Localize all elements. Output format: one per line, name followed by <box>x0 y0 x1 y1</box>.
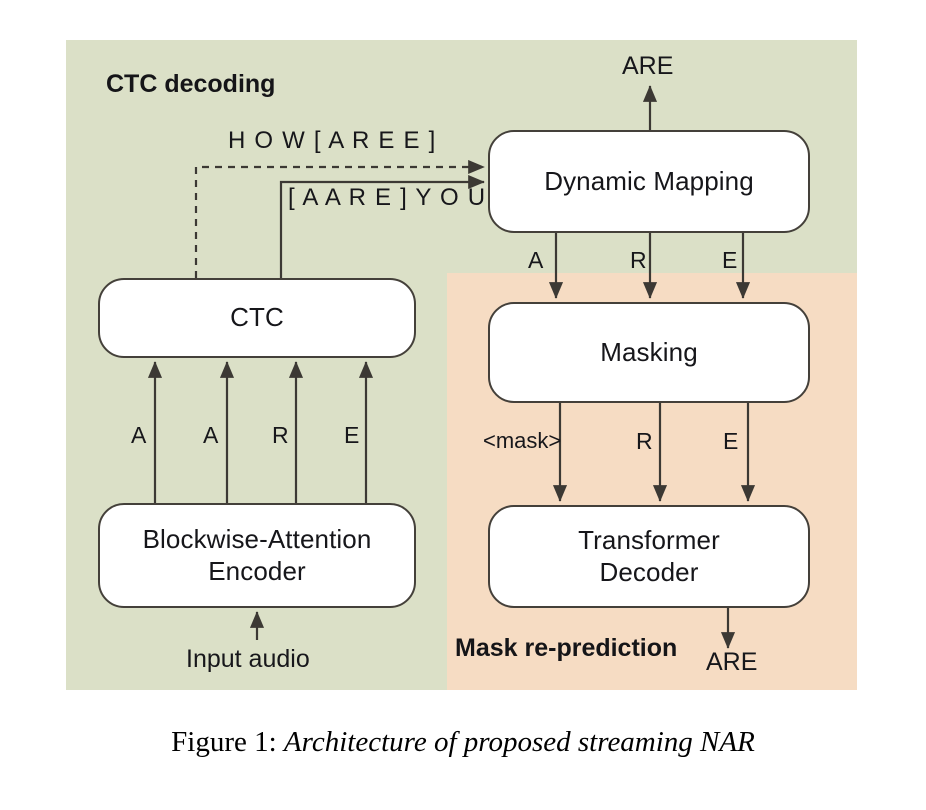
edge-label-encoder-token-1: A <box>131 422 147 448</box>
edge-label-dynamic-mapping-token-3: E <box>722 247 738 273</box>
figure-caption-prefix: Figure 1: <box>171 726 277 758</box>
node-encoder-label: Blockwise-Attention Encoder <box>143 524 372 587</box>
edge-label-how-aree: H O W [ A R E E ] <box>228 127 437 154</box>
edge-label-encoder-token-4: E <box>344 422 360 448</box>
output-label-are-bottom: ARE <box>706 648 758 676</box>
edge-label-dynamic-mapping-token-2: R <box>630 247 647 273</box>
node-encoder-label-line1: Blockwise-Attention <box>142 523 372 554</box>
node-transformer-decoder[interactable]: Transformer Decoder <box>488 505 810 608</box>
edge-label-encoder-token-3: R <box>272 422 289 448</box>
output-label-are-top: ARE <box>622 52 674 80</box>
node-masking[interactable]: Masking <box>488 302 810 403</box>
edge-label-masking-token-1: <mask> <box>483 428 562 453</box>
node-ctc-label: CTC <box>230 302 284 333</box>
figure-caption-text: Architecture of proposed streaming NAR <box>283 726 755 758</box>
panel-title-mask-re-prediction: Mask re-prediction <box>455 634 678 662</box>
node-decoder-label-line2: Decoder <box>599 556 699 587</box>
figure-caption: Figure 1: Architecture of proposed strea… <box>0 726 926 759</box>
edge-label-masking-token-3: E <box>723 428 739 454</box>
node-blockwise-attention-encoder[interactable]: Blockwise-Attention Encoder <box>98 503 416 608</box>
node-ctc[interactable]: CTC <box>98 278 416 358</box>
panel-title-ctc-decoding: CTC decoding <box>106 70 276 98</box>
edge-label-dynamic-mapping-token-1: A <box>528 247 544 273</box>
edge-label-encoder-token-2: A <box>203 422 219 448</box>
input-label-input-audio: Input audio <box>186 645 310 673</box>
edge-label-masking-token-2: R <box>636 428 653 454</box>
node-decoder-label-line1: Transformer <box>578 524 720 555</box>
edge-label-aare-you: [ A A R E ] Y O U <box>288 184 487 211</box>
node-dynamic-mapping[interactable]: Dynamic Mapping <box>488 130 810 233</box>
node-encoder-label-line2: Encoder <box>208 555 306 586</box>
node-decoder-label: Transformer Decoder <box>578 525 720 588</box>
node-dynamic-mapping-label: Dynamic Mapping <box>544 165 754 196</box>
node-masking-label: Masking <box>600 336 698 367</box>
